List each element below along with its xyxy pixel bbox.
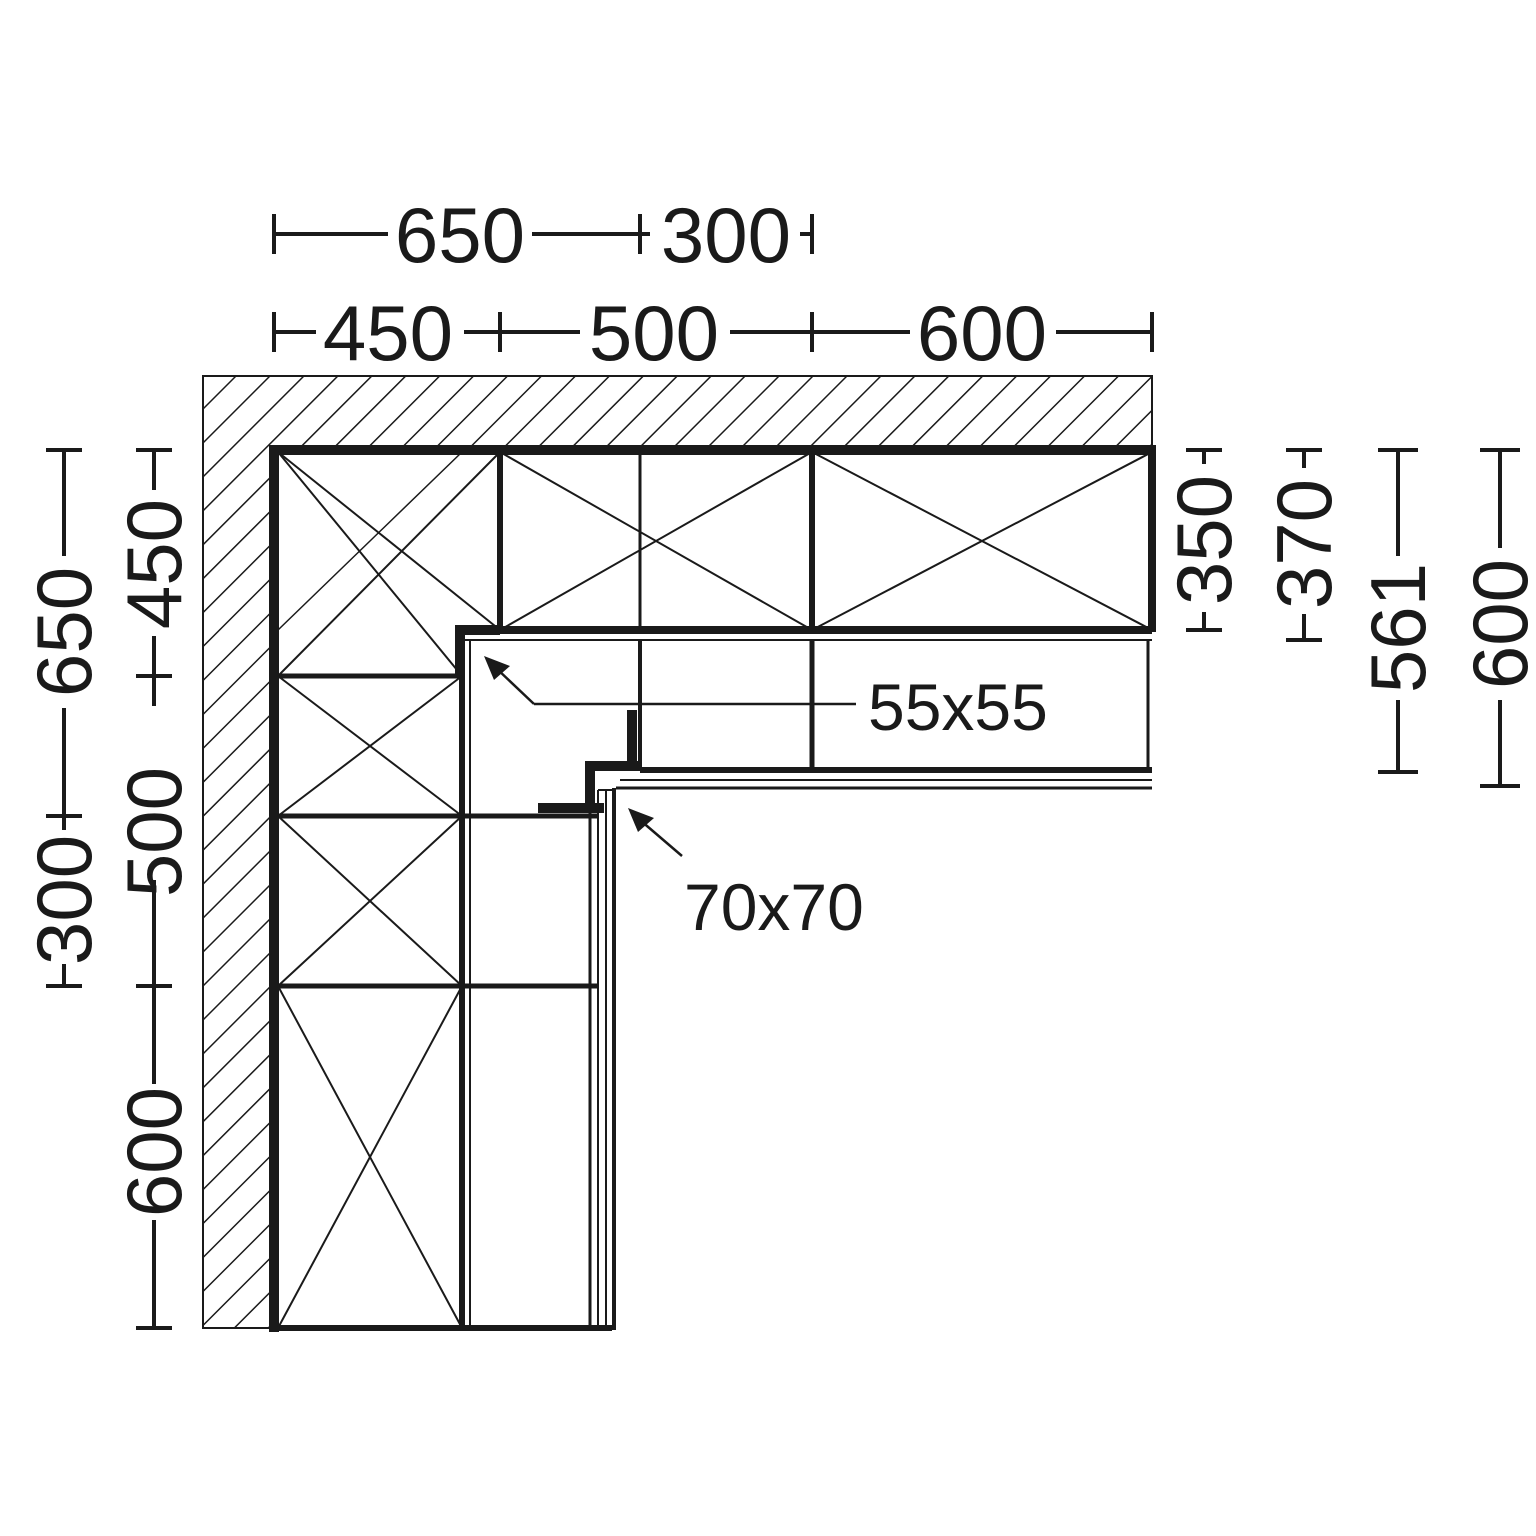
dimension-top-row-2: 450 500 600	[272, 289, 1154, 377]
dim-top-600: 600	[917, 289, 1047, 377]
label-55x55: 55x55	[868, 670, 1048, 744]
dim-right-561: 561	[1354, 563, 1442, 693]
dimension-left-outer: 650 300	[20, 448, 108, 988]
base-cabinets-outline	[462, 639, 1152, 1330]
dim-left-500: 500	[110, 767, 198, 897]
dimension-right-370: 370	[1260, 448, 1348, 642]
dim-right-600: 600	[1456, 559, 1536, 689]
dim-left-300: 300	[20, 835, 108, 965]
dimension-left-inner: 450 500 600	[110, 448, 198, 1330]
dim-right-370: 370	[1260, 479, 1348, 609]
dimension-top-row-1: 650 300	[272, 191, 814, 279]
dimension-right-600: 600	[1456, 448, 1536, 788]
annotation-55x55: 55x55	[484, 656, 1048, 744]
arrowhead-icon	[628, 808, 654, 832]
dim-left-650: 650	[20, 567, 108, 697]
upper-cabinets-top-run	[274, 445, 1156, 634]
upper-cabinets-left-run	[269, 445, 612, 1332]
dim-top-500: 500	[589, 289, 719, 377]
dim-right-350: 350	[1160, 475, 1248, 605]
dim-left-600: 600	[110, 1087, 198, 1217]
dimension-right-561: 561	[1354, 448, 1442, 774]
annotation-70x70: 70x70	[628, 808, 864, 944]
arrowhead-icon	[484, 656, 510, 680]
dim-left-450: 450	[110, 499, 198, 629]
dim-top-650: 650	[395, 191, 525, 279]
dimension-right-350: 350	[1160, 448, 1248, 632]
dim-top-300: 300	[661, 191, 791, 279]
label-70x70: 70x70	[684, 870, 864, 944]
dim-top-450: 450	[323, 289, 453, 377]
